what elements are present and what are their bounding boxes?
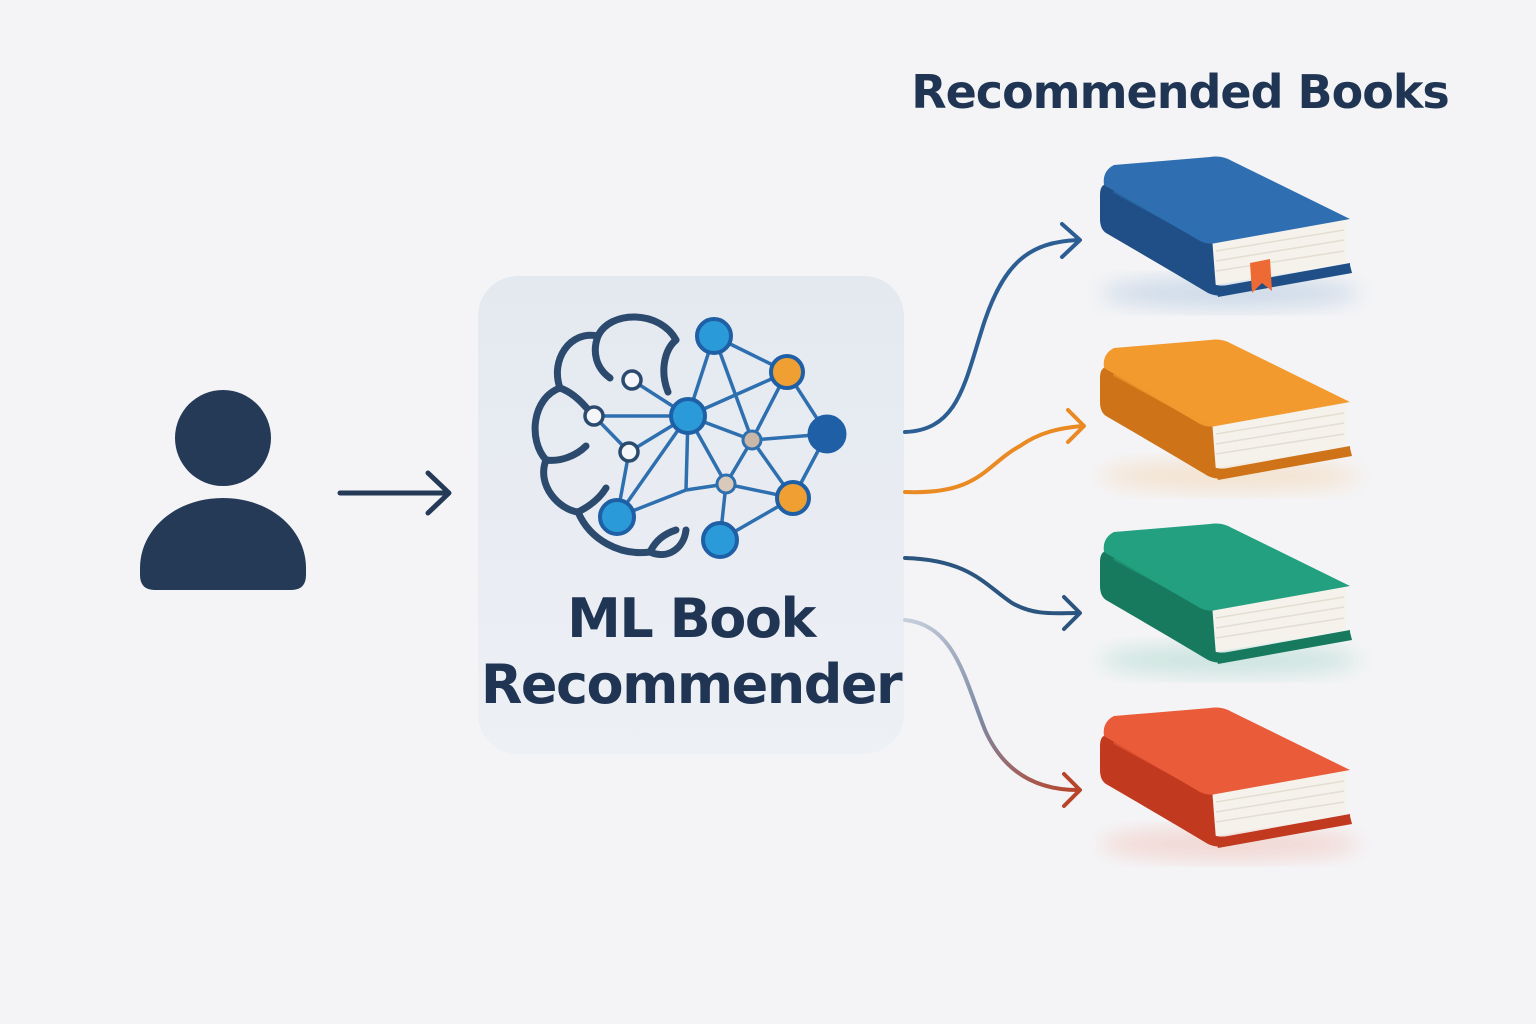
books-group bbox=[1100, 156, 1360, 860]
engine-title: ML Book Recommender bbox=[478, 586, 904, 718]
bookmark-ribbon bbox=[1250, 259, 1272, 293]
book-icon bbox=[1100, 156, 1360, 309]
book-icon bbox=[1100, 707, 1360, 860]
brain-network-icon bbox=[531, 313, 847, 559]
user-icon bbox=[140, 390, 306, 590]
recommended-books-heading: Recommended Books bbox=[911, 65, 1450, 119]
engine-title-line-1: ML Book bbox=[567, 587, 816, 650]
book-icon bbox=[1100, 339, 1360, 492]
output-arrows bbox=[903, 222, 1086, 808]
arrow-to-book-2 bbox=[903, 408, 1086, 495]
arrow-to-book-1 bbox=[903, 222, 1082, 434]
arrow-to-book-4 bbox=[903, 618, 1082, 808]
engine-title-line-2: Recommender bbox=[480, 653, 903, 716]
book-icon bbox=[1100, 523, 1360, 676]
arrow-to-book-3 bbox=[903, 556, 1082, 631]
engine-panel bbox=[478, 276, 904, 754]
arrow-right-icon bbox=[337, 470, 452, 516]
